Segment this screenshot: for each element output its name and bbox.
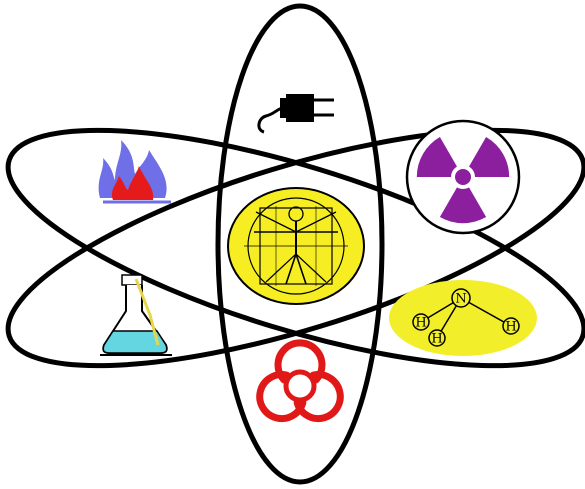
molecule-atom-n: N bbox=[452, 289, 470, 307]
plug-icon bbox=[259, 94, 334, 132]
molecule-atom-h1: H bbox=[413, 314, 429, 331]
molecule-atom-label: H bbox=[431, 332, 442, 347]
fire-icon bbox=[99, 140, 171, 202]
molecule-atom-h2: H bbox=[429, 330, 445, 347]
radiation-icon bbox=[407, 121, 519, 233]
molecule-atom-h3: H bbox=[503, 318, 519, 335]
molecule-atom-label: H bbox=[415, 316, 426, 331]
molecule-atom-label: N bbox=[455, 292, 466, 307]
vitruvian-man-icon bbox=[228, 188, 364, 304]
biohazard-icon bbox=[252, 343, 349, 427]
molecule-atom-label: H bbox=[505, 320, 516, 335]
molecule-icon: N H H H bbox=[389, 280, 537, 356]
